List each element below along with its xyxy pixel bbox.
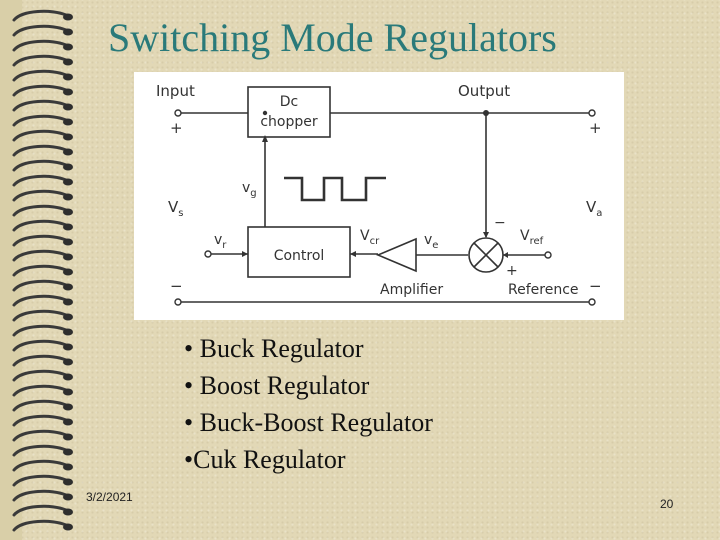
amplifier-label: Amplifier	[380, 282, 443, 298]
slide-date: 3/2/2021	[86, 490, 133, 504]
amplifier-triangle-icon	[375, 237, 417, 273]
dc-chopper-block	[247, 86, 331, 138]
input-label: Input	[156, 82, 195, 100]
input-plus: +	[170, 119, 183, 137]
pwm-waveform-icon	[284, 176, 386, 202]
control-block	[247, 226, 351, 278]
switching-regulator-diagram: Input Output Dc chopper Control Amplifie…	[134, 72, 624, 320]
vg-label: vg	[242, 180, 257, 199]
bullet-item: •Cuk Regulator	[184, 445, 346, 474]
spiral-binding-icon	[0, 0, 73, 540]
chopper-label-line1: Dc	[280, 94, 298, 110]
reference-label: Reference	[508, 282, 579, 298]
va-label: Va	[586, 198, 602, 219]
bullet-item: • Buck-Boost Regulator	[184, 408, 433, 437]
junction-plus: +	[506, 263, 518, 279]
output-plus: +	[589, 119, 602, 137]
chopper-label-line2: chopper	[260, 114, 318, 130]
vref-label: Vref	[520, 228, 544, 247]
output-minus: −	[589, 277, 602, 295]
vr-label: vr	[214, 232, 227, 251]
bullet-item: • Buck Regulator	[184, 334, 364, 363]
vs-label: Vs	[168, 198, 183, 219]
slide-title: Switching Mode Regulators	[108, 15, 557, 60]
slide-number: 20	[660, 497, 674, 511]
junction-minus: −	[494, 215, 506, 231]
output-label: Output	[458, 82, 510, 100]
bullet-item: • Boost Regulator	[184, 371, 370, 400]
vcr-label: Vcr	[360, 228, 380, 247]
ve-label: ve	[424, 232, 438, 251]
input-minus: −	[170, 277, 183, 295]
regulator-bullet-list: • Buck Regulator • Boost Regulator • Buc…	[184, 330, 604, 478]
control-label: Control	[274, 248, 325, 264]
